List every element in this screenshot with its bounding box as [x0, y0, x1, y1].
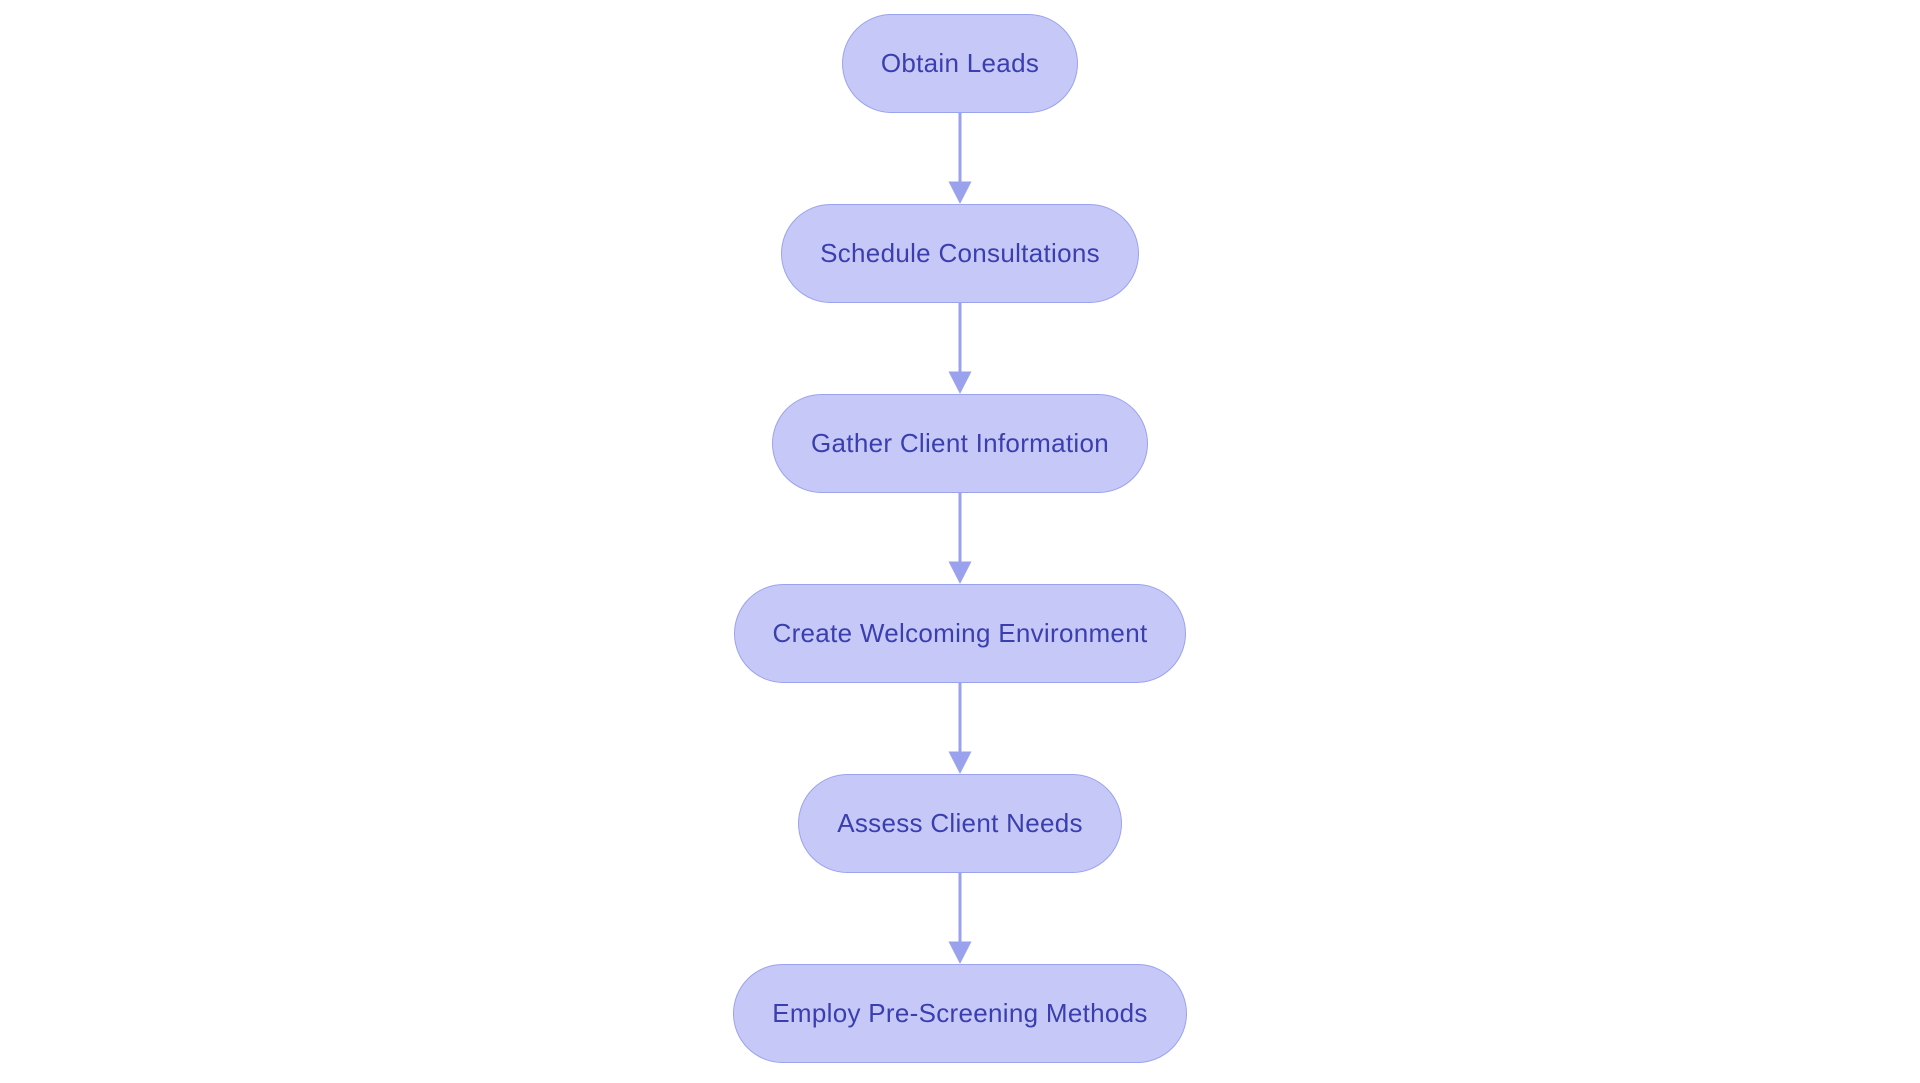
- flow-node-obtain-leads: Obtain Leads: [841, 14, 1079, 113]
- edge-arrow-5: [948, 873, 972, 964]
- flow-node-label: Gather Client Information: [811, 428, 1109, 458]
- flow-node-create-welcoming-environment: Create Welcoming Environment: [733, 584, 1187, 683]
- flow-node-employ-pre-screening-methods: Employ Pre-Screening Methods: [733, 964, 1187, 1063]
- flow-node-label: Employ Pre-Screening Methods: [772, 998, 1148, 1028]
- arrow-head-icon: [948, 181, 972, 204]
- flow-node-gather-client-information: Gather Client Information: [772, 394, 1148, 493]
- arrow-head-icon: [948, 561, 972, 584]
- arrow-head-icon: [948, 371, 972, 394]
- edge-arrow-2: [948, 303, 972, 394]
- flow-node-assess-client-needs: Assess Client Needs: [798, 774, 1122, 873]
- edge-arrow-4: [948, 683, 972, 774]
- arrow-head-icon: [948, 941, 972, 964]
- flow-node-label: Assess Client Needs: [837, 808, 1083, 838]
- flow-node-label: Schedule Consultations: [820, 238, 1100, 268]
- flow-node-label: Create Welcoming Environment: [772, 618, 1148, 648]
- edge-arrow-1: [948, 113, 972, 204]
- flow-node-label: Obtain Leads: [880, 48, 1040, 78]
- flow-node-schedule-consultations: Schedule Consultations: [781, 204, 1139, 303]
- edge-arrow-3: [948, 493, 972, 584]
- arrow-head-icon: [948, 751, 972, 774]
